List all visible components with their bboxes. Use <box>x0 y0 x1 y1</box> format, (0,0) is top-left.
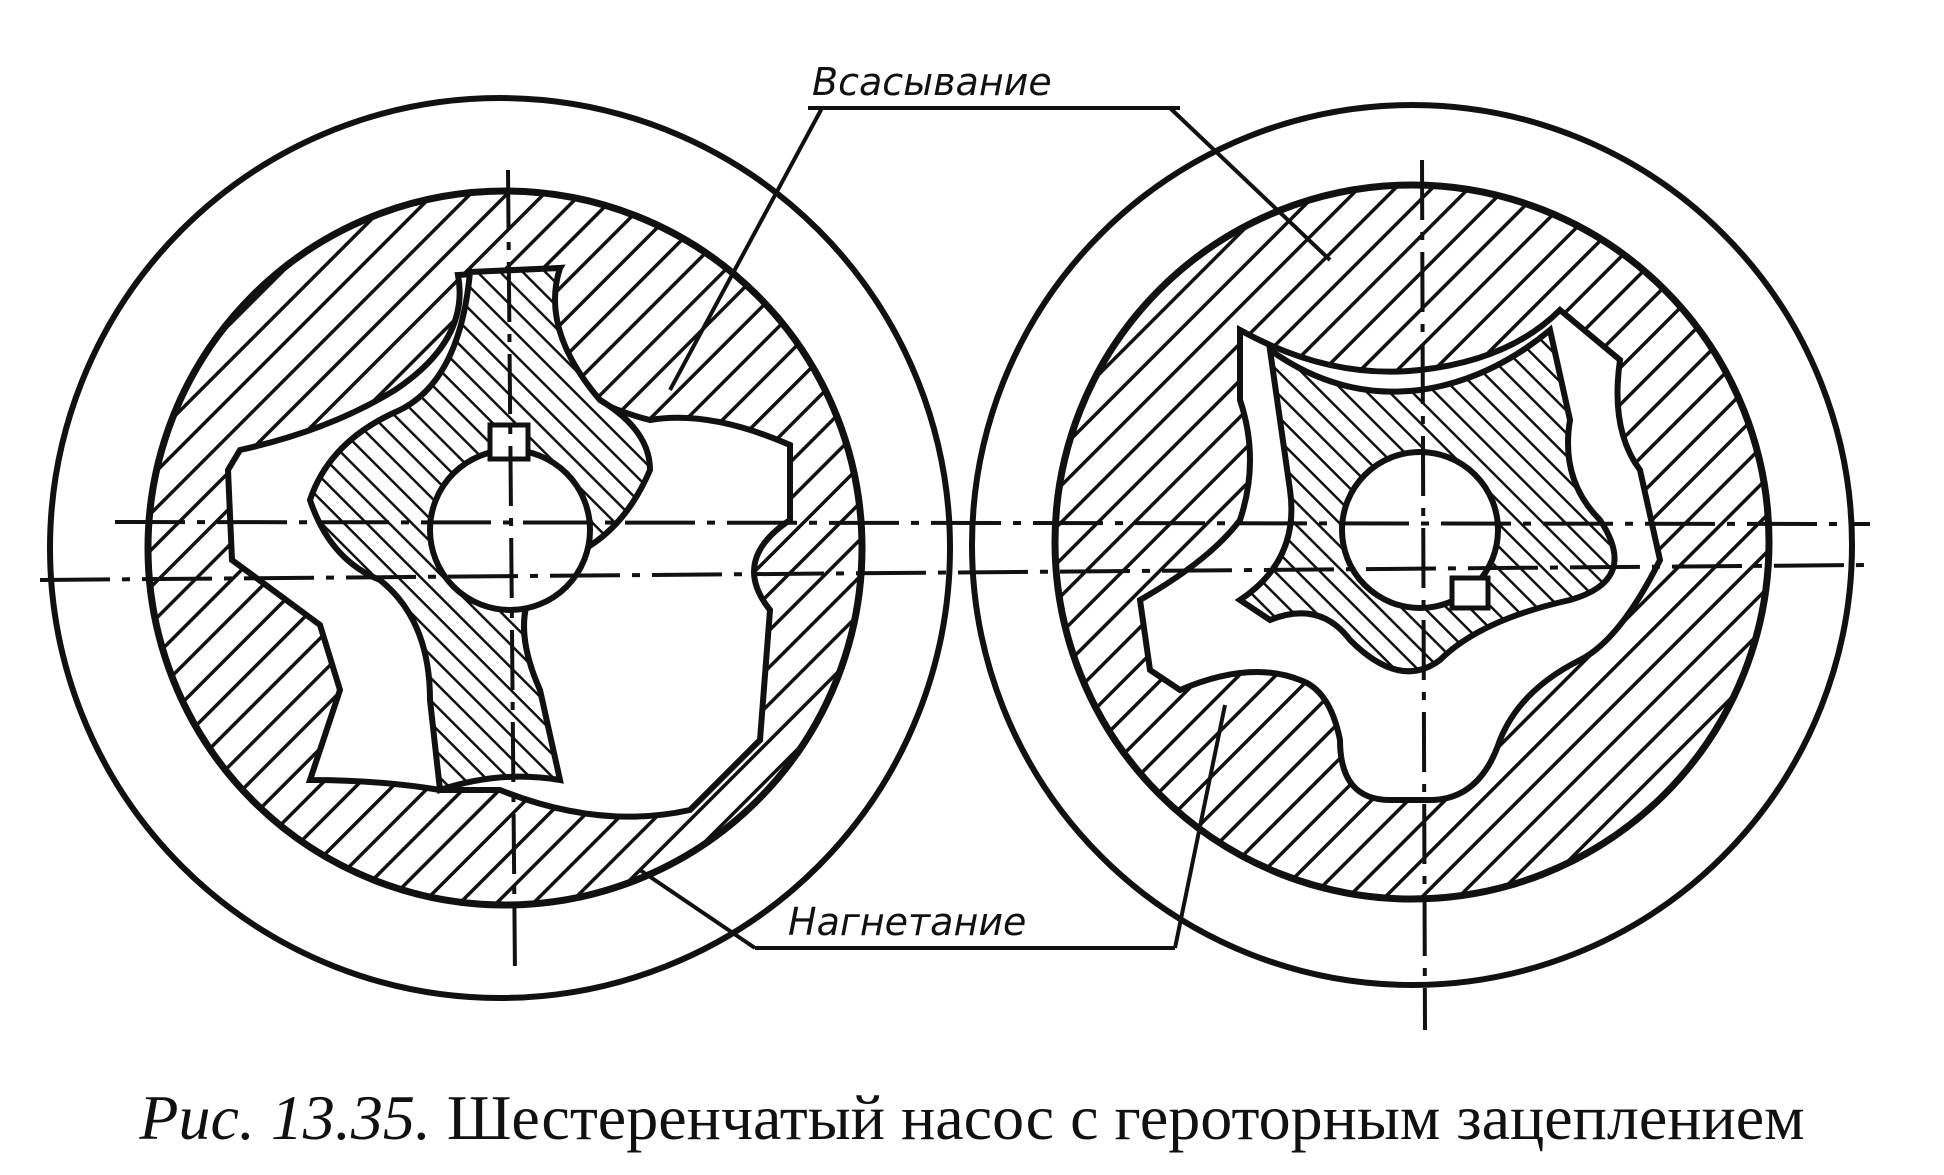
suction-leader-left <box>668 107 824 391</box>
discharge-label: Нагнетание <box>788 900 1026 944</box>
pump-diagram: Всасывание Нагнетание <box>39 60 1871 1031</box>
right-center-axis-v <box>1420 159 1427 1031</box>
caption-text: Шестеренчатый насос с героторным зацепле… <box>446 1082 1805 1153</box>
left-pump <box>47 95 953 1001</box>
center-axis-upper <box>114 520 1871 526</box>
left-housing-outline <box>47 95 953 1001</box>
discharge-leader-right <box>1173 704 1227 949</box>
caption-prefix: Рис. 13.35. <box>139 1082 431 1153</box>
suction-callout: Всасывание <box>668 60 1332 391</box>
figure-caption: Рис. 13.35. Шестеренчатый насос с герото… <box>0 1068 1944 1168</box>
discharge-callout: Нагнетание <box>638 704 1227 950</box>
right-housing-outline <box>969 102 1855 988</box>
discharge-leader-left <box>638 868 757 950</box>
left-center-axis-v <box>506 169 517 976</box>
suction-label: Всасывание <box>812 60 1052 104</box>
right-shaft-key <box>1449 575 1491 611</box>
suction-leader-right <box>1168 106 1332 262</box>
right-pump <box>969 102 1855 1031</box>
